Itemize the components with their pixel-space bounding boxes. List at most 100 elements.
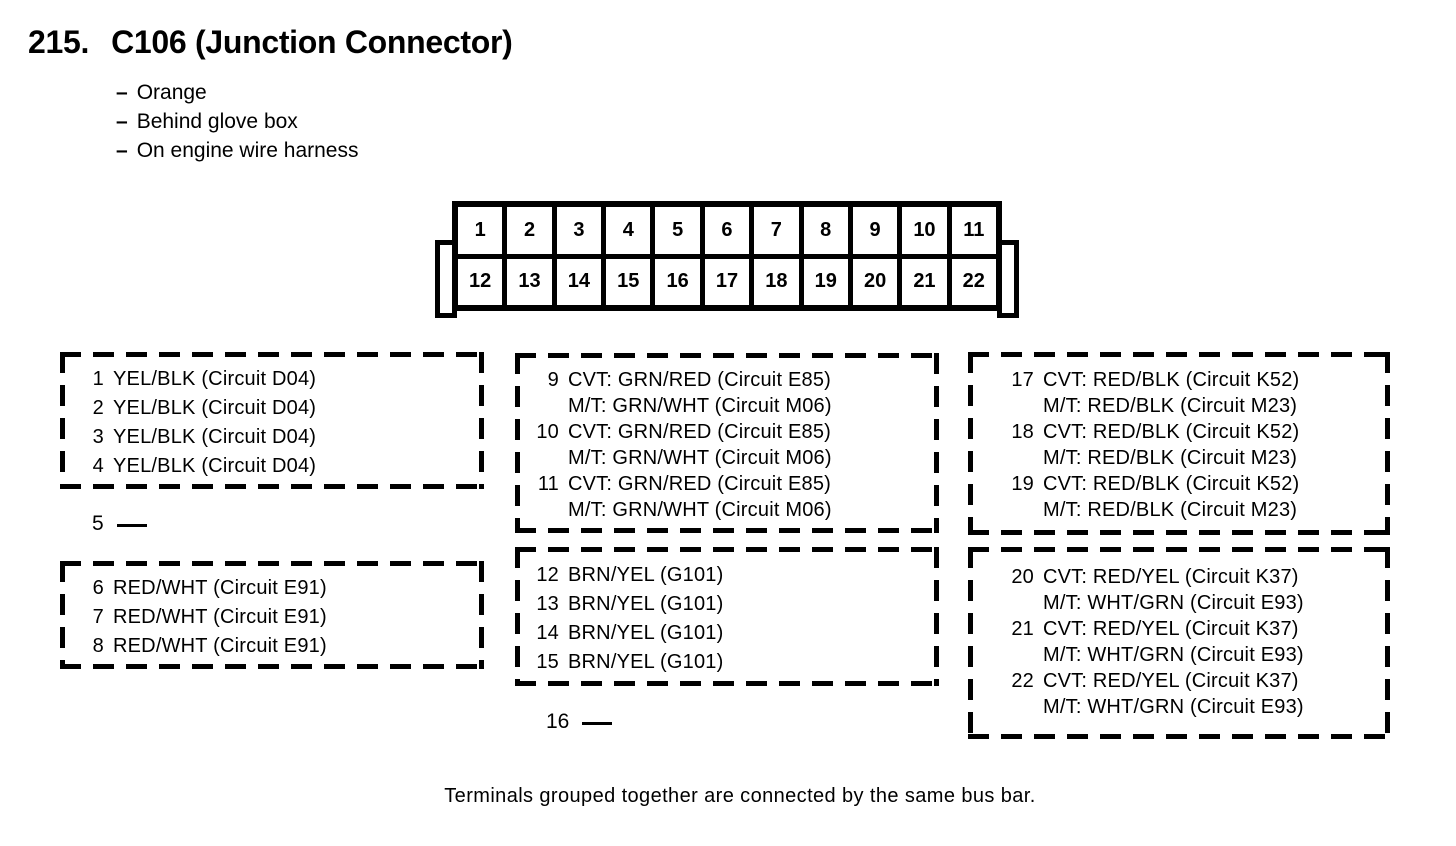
dash-bullet: –: [116, 139, 128, 162]
pin-entry: 22 CVT: RED/YEL (Circuit K37) M/T: WHT/G…: [1004, 668, 1390, 720]
pin-number: 11: [537, 473, 559, 495]
wire-description: CVT: GRN/RED (Circuit E85) M/T: GRN/WHT …: [568, 419, 832, 471]
pin-cell-3: 3: [556, 207, 602, 254]
wire-cvt: CVT: RED/YEL (Circuit K37): [1043, 618, 1299, 640]
wire-mt: M/T: GRN/WHT (Circuit M06): [568, 395, 832, 417]
wire-description: CVT: RED/BLK (Circuit K52) M/T: RED/BLK …: [1043, 367, 1299, 419]
pin-cell-19: 19: [803, 258, 848, 305]
wire-description: RED/WHT (Circuit E91): [113, 606, 327, 628]
pin-cell-17: 17: [704, 258, 750, 305]
unconnected-pin-5: 5: [92, 512, 147, 536]
pin-cell-9: 9: [852, 207, 898, 254]
pin-entry: 2 YEL/BLK (Circuit D04): [74, 394, 484, 423]
pin-number: 9: [547, 369, 559, 391]
wire-cvt: CVT: RED/YEL (Circuit K37): [1043, 566, 1299, 588]
wire-description: CVT: RED/YEL (Circuit K37) M/T: WHT/GRN …: [1043, 564, 1304, 616]
pin-number: 6: [92, 577, 104, 599]
pin-cell-4: 4: [606, 207, 651, 254]
pin-entry: 1 YEL/BLK (Circuit D04): [74, 365, 484, 394]
pin-cell-1: 1: [458, 207, 503, 254]
pin-cell-6: 6: [704, 207, 750, 254]
pin-cell-15: 15: [606, 258, 651, 305]
footer-note: Terminals grouped together are connected…: [444, 785, 1036, 807]
pin-entry: 19 CVT: RED/BLK (Circuit K52) M/T: RED/B…: [1004, 471, 1390, 523]
wire-description: BRN/YEL (G101): [568, 651, 724, 673]
wire-description: BRN/YEL (G101): [568, 593, 724, 615]
pin-entry: 15 BRN/YEL (G101): [529, 648, 939, 677]
note-text: Orange: [136, 81, 207, 104]
note-text: On engine wire harness: [136, 139, 359, 162]
wire-description: YEL/BLK (Circuit D04): [113, 426, 317, 448]
pin-number: 13: [536, 593, 559, 615]
pin-entry: 4 YEL/BLK (Circuit D04): [74, 452, 484, 481]
pin-entry: 10 CVT: GRN/RED (Circuit E85) M/T: GRN/W…: [529, 419, 939, 471]
pin-number: 17: [1011, 369, 1034, 391]
pin-entry: 12 BRN/YEL (G101): [529, 561, 939, 590]
wire-description: BRN/YEL (G101): [568, 622, 724, 644]
wire-description: RED/WHT (Circuit E91): [113, 635, 327, 657]
pin-entry: 8 RED/WHT (Circuit E91): [74, 632, 484, 661]
pin-cell-5: 5: [655, 207, 700, 254]
pin-number: 19: [1011, 473, 1034, 495]
pin-entry: 13 BRN/YEL (G101): [529, 590, 939, 619]
pin-entry: 3 YEL/BLK (Circuit D04): [74, 423, 484, 452]
note-text: Behind glove box: [136, 110, 298, 133]
pin-number: 1: [92, 368, 104, 390]
pin-number: 4: [92, 455, 104, 477]
pin-cell-7: 7: [754, 207, 799, 254]
pin-cell-11: 11: [951, 207, 996, 254]
wire-mt: M/T: RED/BLK (Circuit M23): [1043, 499, 1298, 521]
pin-cell-22: 22: [951, 258, 996, 305]
pin-number: 16: [546, 710, 570, 733]
pin-number: 18: [1011, 421, 1034, 443]
pin-number: 12: [536, 564, 559, 586]
wire-description: CVT: RED/YEL (Circuit K37) M/T: WHT/GRN …: [1043, 616, 1304, 668]
wire-description: CVT: GRN/RED (Circuit E85) M/T: GRN/WHT …: [568, 471, 832, 523]
connector-title: C106 (Junction Connector): [111, 24, 513, 60]
pin-cell-2: 2: [507, 207, 552, 254]
pin-number: 3: [92, 426, 104, 448]
wire-mt: M/T: RED/BLK (Circuit M23): [1043, 447, 1298, 469]
wire-cvt: CVT: RED/BLK (Circuit K52): [1043, 421, 1300, 443]
wire-cvt: CVT: RED/BLK (Circuit K52): [1043, 473, 1300, 495]
bus-group-pins-1-4: 1 YEL/BLK (Circuit D04) 2 YEL/BLK (Circu…: [60, 352, 484, 489]
wire-mt: M/T: RED/BLK (Circuit M23): [1043, 395, 1298, 417]
unconnected-pin-16: 16: [546, 710, 613, 734]
bus-group-pins-17-19: 17 CVT: RED/BLK (Circuit K52) M/T: RED/B…: [968, 352, 1390, 535]
wire-description: YEL/BLK (Circuit D04): [113, 397, 317, 419]
pin-cell-16: 16: [655, 258, 700, 305]
wire-mt: M/T: WHT/GRN (Circuit E93): [1043, 696, 1304, 718]
connector-diagram: 1 2 3 4 5 6 7 8 9 10 11 12 13 14 15 16 1…: [452, 201, 1002, 311]
wire-mt: M/T: WHT/GRN (Circuit E93): [1043, 592, 1304, 614]
pin-number: 20: [1011, 566, 1034, 588]
item-number: 215.: [28, 24, 90, 60]
pin-number: 8: [92, 635, 104, 657]
no-connection-line: [116, 523, 147, 527]
wire-description: CVT: RED/BLK (Circuit K52) M/T: RED/BLK …: [1043, 471, 1299, 523]
wire-mt: M/T: GRN/WHT (Circuit M06): [568, 447, 832, 469]
wire-mt: M/T: WHT/GRN (Circuit E93): [1043, 644, 1304, 666]
note-location: – Behind glove box: [116, 107, 358, 136]
bus-group-pins-6-8: 6 RED/WHT (Circuit E91) 7 RED/WHT (Circu…: [60, 561, 484, 669]
bus-group-pins-20-22: 20 CVT: RED/YEL (Circuit K37) M/T: WHT/G…: [968, 547, 1390, 739]
page-title: 215. C106 (Junction Connector): [28, 24, 513, 61]
pin-number: 5: [92, 512, 104, 535]
wire-cvt: CVT: GRN/RED (Circuit E85): [568, 421, 832, 443]
pin-entry: 6 RED/WHT (Circuit E91): [74, 574, 484, 603]
wire-cvt: CVT: GRN/RED (Circuit E85): [568, 473, 832, 495]
wire-description: BRN/YEL (G101): [568, 564, 724, 586]
note-harness: – On engine wire harness: [116, 136, 358, 165]
pin-entry: 11 CVT: GRN/RED (Circuit E85) M/T: GRN/W…: [529, 471, 939, 523]
pin-number: 10: [536, 421, 559, 443]
wire-description: CVT: RED/YEL (Circuit K37) M/T: WHT/GRN …: [1043, 668, 1304, 720]
pin-cell-14: 14: [556, 258, 602, 305]
pin-number: 15: [536, 651, 559, 673]
pin-cell-18: 18: [754, 258, 799, 305]
wire-description: CVT: RED/BLK (Circuit K52) M/T: RED/BLK …: [1043, 419, 1299, 471]
bus-group-pins-12-15: 12 BRN/YEL (G101) 13 BRN/YEL (G101) 14 B…: [515, 547, 939, 686]
pin-entry: 7 RED/WHT (Circuit E91): [74, 603, 484, 632]
pin-entry: 14 BRN/YEL (G101): [529, 619, 939, 648]
pin-number: 14: [536, 622, 559, 644]
pin-entry: 9 CVT: GRN/RED (Circuit E85) M/T: GRN/WH…: [529, 367, 939, 419]
pin-cell-8: 8: [803, 207, 848, 254]
